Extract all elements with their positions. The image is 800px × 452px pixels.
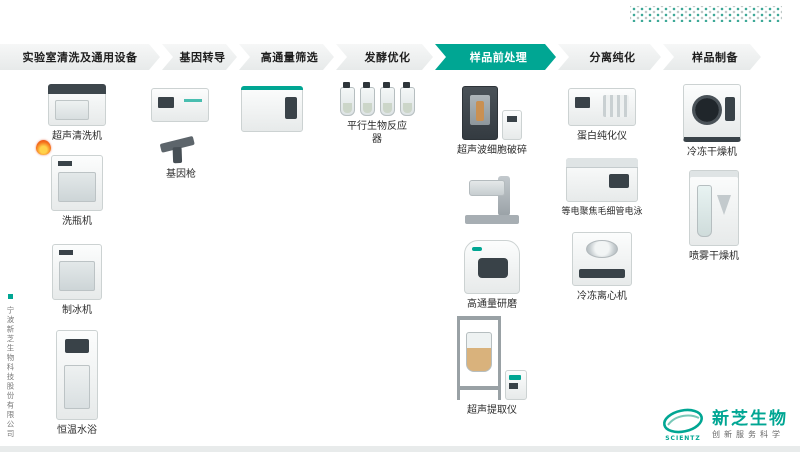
step-high-throughput-screening[interactable]: 高通量筛选 (239, 44, 334, 70)
step-label: 基因转导 (179, 51, 226, 64)
disruptor-tower-image (462, 86, 498, 140)
grinder-image (464, 240, 520, 294)
step-label: 发酵优化 (364, 51, 411, 64)
step-label: 分离纯化 (589, 51, 636, 64)
equipment-ice-maker: 制冰机 (46, 244, 108, 318)
scientz-emblem-icon (662, 408, 704, 434)
equipment-label: 制冰机 (62, 305, 92, 316)
step-fermentation-optimization[interactable]: 发酵优化 (336, 44, 433, 70)
equipment-label: 蛋白纯化仪 (577, 131, 627, 142)
step-separation-purification[interactable]: 分离纯化 (558, 44, 661, 70)
bioreactor-bottles-image (339, 80, 415, 116)
bioreactor-bottle (359, 82, 375, 116)
centrifuge-image (572, 232, 632, 286)
equipment-label: 喷雾干燥机 (689, 251, 739, 262)
equipment-label: 高通量研磨 (467, 299, 517, 310)
protein-purifier-image (568, 88, 636, 126)
logo-emblem-group: SCIENTZ (661, 407, 705, 442)
equipment-label: 洗瓶机 (62, 216, 92, 227)
equipment-gene-bench-instrument (148, 88, 212, 122)
extractor-image (457, 316, 527, 400)
extractor-frame-image (457, 316, 501, 400)
water-bath-image (56, 330, 98, 420)
equipment-bottle-washer: 洗瓶机 (44, 155, 110, 229)
equipment-ultrasonic-extractor: 超声提取仪 (454, 316, 530, 418)
step-label: 实验室清洗及通用设备 (22, 51, 138, 64)
equipment-gene-gun: 基因枪 (156, 130, 206, 182)
step-sample-preparation[interactable]: 样品制备 (663, 44, 761, 70)
gene-instrument-image (151, 88, 209, 122)
step-sample-pretreatment[interactable]: 样品前处理 (435, 44, 556, 70)
equipment-label: 超声波细胞破碎 (457, 145, 527, 156)
extractor-chiller-image (505, 370, 527, 400)
equipment-label: 冷冻干燥机 (687, 147, 737, 158)
logo-cn-name: 新芝生物 (712, 408, 788, 429)
equipment-refrigerated-centrifuge: 冷冻离心机 (568, 232, 636, 304)
bottom-strip (0, 446, 800, 452)
equipment-spray-dryer: 喷雾干燥机 (684, 170, 744, 264)
cell-disruptor-image (462, 86, 522, 140)
extractor-shelf (457, 386, 501, 390)
gene-gun-image (156, 125, 207, 169)
equipment-water-bath: 恒温水浴 (50, 330, 104, 438)
spray-dryer-image (689, 170, 739, 246)
process-step-bar: 实验室清洗及通用设备 基因转导 高通量筛选 发酵优化 样品前处理 分离纯化 样品… (0, 44, 761, 70)
step-label: 高通量筛选 (260, 51, 319, 64)
hot-flame-icon (36, 140, 51, 155)
equipment-label: 冷冻离心机 (577, 291, 627, 302)
instrument-base (465, 215, 519, 224)
bioreactor-bottle (399, 82, 415, 116)
step-label: 样品前处理 (469, 51, 528, 64)
screening-instrument-image (241, 86, 303, 132)
bioreactor-bottle (379, 82, 395, 116)
equipment-capillary-electrophoresis: 等电聚焦毛细管电泳 (560, 158, 644, 218)
equipment-screening-instrument (238, 86, 306, 132)
company-bullet-square (8, 294, 13, 299)
logo-text-group: 新芝生物 创新服务科学 (712, 408, 788, 439)
equipment-freeze-dryer: 冷冻干燥机 (678, 84, 746, 160)
electrophoresis-image (566, 158, 638, 202)
dot-pattern-decoration (630, 6, 782, 22)
freeze-dryer-image (683, 84, 741, 142)
disruptor-controller-image (502, 110, 522, 140)
step-gene-transduction[interactable]: 基因转导 (162, 44, 237, 70)
equipment-ultrasonic-cleaner: 超声清洗机 (40, 84, 114, 144)
logo-tagline: 创新服务科学 (712, 429, 784, 439)
ice-maker-image (52, 244, 102, 300)
bioreactor-bottle (339, 82, 355, 116)
company-name-vertical: 宁波新芝生物科技股份有限公司 (6, 306, 15, 439)
ultrasonic-cleaner-image (48, 84, 106, 126)
equipment-label: 等电聚焦毛细管电泳 (561, 207, 643, 217)
equipment-grinder: 高通量研磨 (460, 240, 524, 312)
equipment-protein-purifier: 蛋白纯化仪 (564, 88, 640, 144)
brand-logo: SCIENTZ 新芝生物 创新服务科学 (661, 407, 788, 442)
equipment-label: 恒温水浴 (57, 425, 97, 436)
benchtop-instrument-image (465, 172, 519, 224)
logo-brand-text: SCIENTZ (665, 435, 701, 442)
equipment-label: 平行生物反应器 (347, 121, 407, 145)
equipment-label: 超声提取仪 (467, 405, 517, 416)
equipment-label: 基因枪 (166, 169, 196, 180)
step-lab-cleaning-general[interactable]: 实验室清洗及通用设备 (0, 44, 160, 70)
equipment-benchtop-instrument (462, 172, 522, 224)
equipment-cell-disruptor: 超声波细胞破碎 (457, 86, 527, 158)
equipment-label: 超声清洗机 (52, 131, 102, 142)
equipment-parallel-bioreactor: 平行生物反应器 (334, 80, 420, 146)
bottle-washer-image (51, 155, 103, 211)
step-label: 样品制备 (692, 51, 738, 64)
